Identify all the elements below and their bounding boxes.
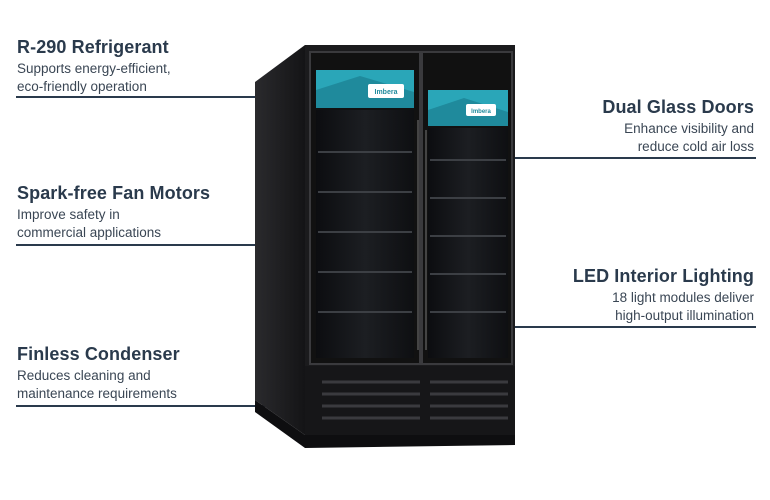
callout-line-doors — [460, 157, 756, 159]
left-glass — [316, 110, 414, 358]
callout-line-condenser — [16, 405, 284, 407]
cabinet-base — [255, 400, 515, 448]
left-shelves — [318, 151, 412, 313]
callout-title: R-290 Refrigerant — [17, 37, 169, 57]
callout-title: Dual Glass Doors — [602, 97, 754, 117]
callout-title: Finless Condenser — [17, 344, 180, 364]
refrigerator-illustration: Imbera Imbera — [255, 45, 515, 448]
right-shelves — [430, 159, 506, 313]
logo-badge — [368, 84, 404, 98]
callout-line-fan — [16, 244, 284, 246]
right-glass — [428, 128, 508, 358]
callout-line-r290 — [16, 96, 284, 98]
callout-line-led — [460, 326, 756, 328]
brand-logo: Imbera — [375, 89, 398, 96]
callout-title: LED Interior Lighting — [572, 266, 754, 286]
grille-slats — [322, 380, 508, 420]
cabinet-side — [255, 45, 305, 435]
callout-r290: R-290 Refrigerant Supports energy-effici… — [17, 37, 171, 96]
header-wave — [316, 76, 414, 108]
condenser-grille — [305, 366, 515, 440]
callout-description: Supports energy-efficient,eco-friendly o… — [17, 61, 171, 94]
callout-title: Spark-free Fan Motors — [17, 183, 211, 203]
brand-logo: Imbera — [471, 109, 491, 115]
logo-badge — [466, 104, 496, 116]
callout-led-lighting: LED Interior Lighting 18 light modules d… — [573, 266, 754, 325]
